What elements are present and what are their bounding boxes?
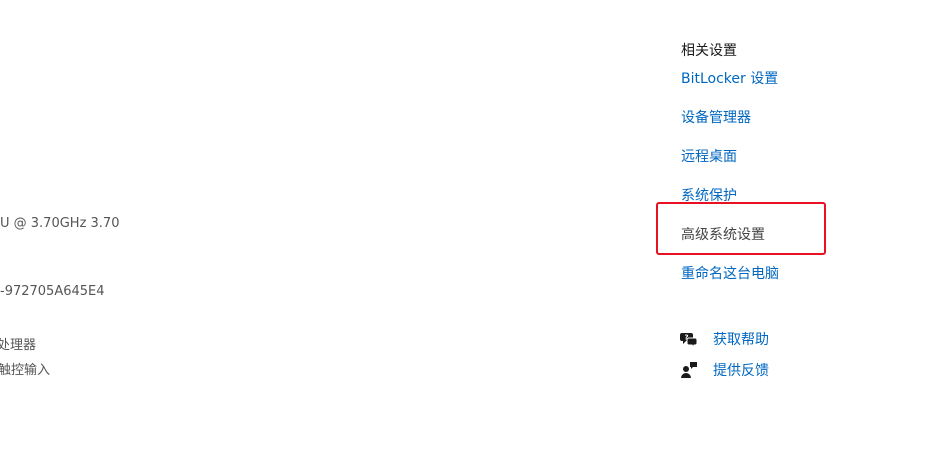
device-id-text: -972705A645E4: [0, 284, 105, 299]
processor-text: 处理器: [0, 338, 36, 353]
highlight-box: [656, 202, 826, 255]
get-help-row[interactable]: ? 获取帮助: [679, 329, 769, 349]
touch-input-text: 触控输入: [0, 363, 50, 378]
help-chat-icon: ?: [679, 329, 699, 349]
get-help-label: 获取帮助: [713, 332, 769, 348]
system-type-text: 处理器: [0, 334, 36, 353]
cpu-info-text: U @ 3.70GHz 3.70: [0, 216, 120, 231]
bitlocker-settings-link[interactable]: BitLocker 设置: [681, 71, 779, 87]
related-settings-title: 相关设置: [681, 43, 737, 59]
remote-desktop-link[interactable]: 远程桌面: [681, 149, 737, 165]
feedback-row[interactable]: 提供反馈: [679, 360, 769, 380]
feedback-person-icon: [679, 360, 699, 380]
svg-text:?: ?: [684, 334, 688, 342]
rename-this-pc-link[interactable]: 重命名这台电脑: [681, 266, 779, 282]
advanced-system-settings-link[interactable]: 高级系统设置: [681, 227, 765, 243]
device-manager-link[interactable]: 设备管理器: [681, 110, 751, 126]
feedback-label: 提供反馈: [713, 363, 769, 379]
system-protection-link[interactable]: 系统保护: [681, 188, 737, 204]
pen-touch-text: 触控输入: [0, 359, 50, 378]
